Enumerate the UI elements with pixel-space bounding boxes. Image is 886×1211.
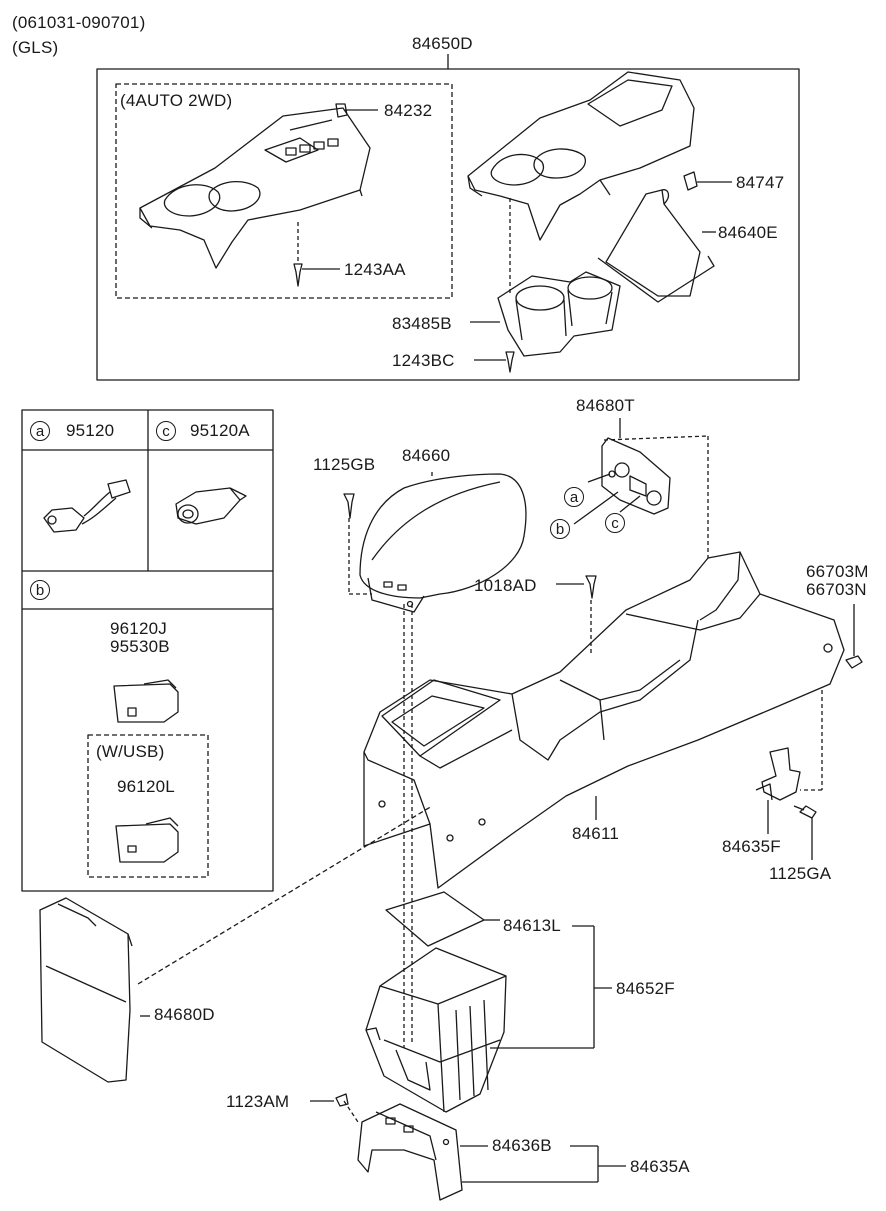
- part-label-84613L: 84613L: [503, 916, 561, 935]
- legend-letter-a: a: [30, 421, 50, 441]
- armrest-lid: [359, 473, 527, 613]
- auto-2wd-box: [115, 83, 453, 299]
- part-label-66703M: 66703M: [806, 562, 869, 581]
- part-label-84660: 84660: [402, 446, 451, 465]
- usb-switch-drawing: [115, 817, 179, 863]
- screw-1125GB: [343, 493, 355, 519]
- screw-1123AM: [335, 1093, 349, 1107]
- screw-1018AD: [585, 575, 597, 599]
- shift-boot: [597, 189, 715, 303]
- part-label-1243BC: 1243BC: [392, 351, 455, 370]
- legend-part-95120A: 95120A: [190, 421, 250, 440]
- part-label-84611: 84611: [572, 824, 620, 843]
- main-console-body: [363, 551, 845, 889]
- part-label-1125GA: 1125GA: [769, 864, 832, 883]
- callout-a: a: [564, 487, 584, 507]
- part-label-1018AD: 1018AD: [474, 576, 537, 595]
- legend-letter-c: c: [156, 421, 176, 441]
- part-label-1243AA: 1243AA: [344, 260, 406, 279]
- switch-drawing: [113, 679, 179, 723]
- screw-1243BC: [505, 351, 515, 373]
- screw-1243AA: [293, 263, 303, 287]
- callout-b: b: [550, 519, 570, 539]
- part-label-66703N: 66703N: [806, 580, 867, 599]
- legend-part-96120J: 96120J: [110, 619, 167, 638]
- switch-panel: [601, 437, 671, 515]
- legend-letter-b: b: [30, 580, 50, 600]
- legend-part-95120: 95120: [66, 421, 115, 440]
- part-label-84680D: 84680D: [154, 1005, 215, 1024]
- auto-2wd-label: (4AUTO 2WD): [120, 91, 233, 110]
- trim-label: (GLS): [12, 38, 59, 57]
- cup-holder: [497, 271, 621, 357]
- callout-c: c: [605, 513, 625, 533]
- part-label-83485B: 83485B: [392, 314, 452, 333]
- part-label-84636B: 84636B: [492, 1136, 552, 1155]
- legend-usb-label: (W/USB): [96, 742, 165, 761]
- part-label-84680T: 84680T: [576, 396, 635, 415]
- screw-1125GA: [799, 805, 817, 819]
- part-label-84640E: 84640E: [718, 223, 778, 242]
- cigar-lighter-drawing: [175, 487, 247, 525]
- bracket-84635F: [755, 747, 801, 801]
- tray-mat: [385, 891, 485, 947]
- part-label-84635F: 84635F: [722, 837, 781, 856]
- legend-part-95530B: 95530B: [110, 637, 170, 656]
- console-cover-upper: [467, 71, 695, 241]
- socket-wire-drawing: [43, 479, 131, 533]
- part-label-84652F: 84652F: [616, 979, 675, 998]
- cap-66703: [845, 655, 863, 669]
- legend-table: [21, 409, 274, 892]
- rear-cover: [39, 897, 133, 1083]
- date-range-label: (061031-090701): [12, 13, 146, 32]
- part-label-84635A: 84635A: [630, 1157, 690, 1176]
- kit-part-label: 84650D: [412, 34, 473, 53]
- part-label-84747: 84747: [736, 173, 785, 192]
- part-label-1123AM: 1123AM: [226, 1092, 290, 1111]
- bracket-84636B: [357, 1103, 463, 1201]
- legend-part-96120L: 96120L: [117, 777, 175, 796]
- part-label-84232: 84232: [384, 101, 433, 120]
- clip-84747: [683, 171, 698, 191]
- storage-box: [365, 947, 507, 1113]
- part-label-1125GB: 1125GB: [313, 455, 376, 474]
- console-cover-auto: [139, 107, 371, 269]
- clip-84232: [335, 103, 348, 118]
